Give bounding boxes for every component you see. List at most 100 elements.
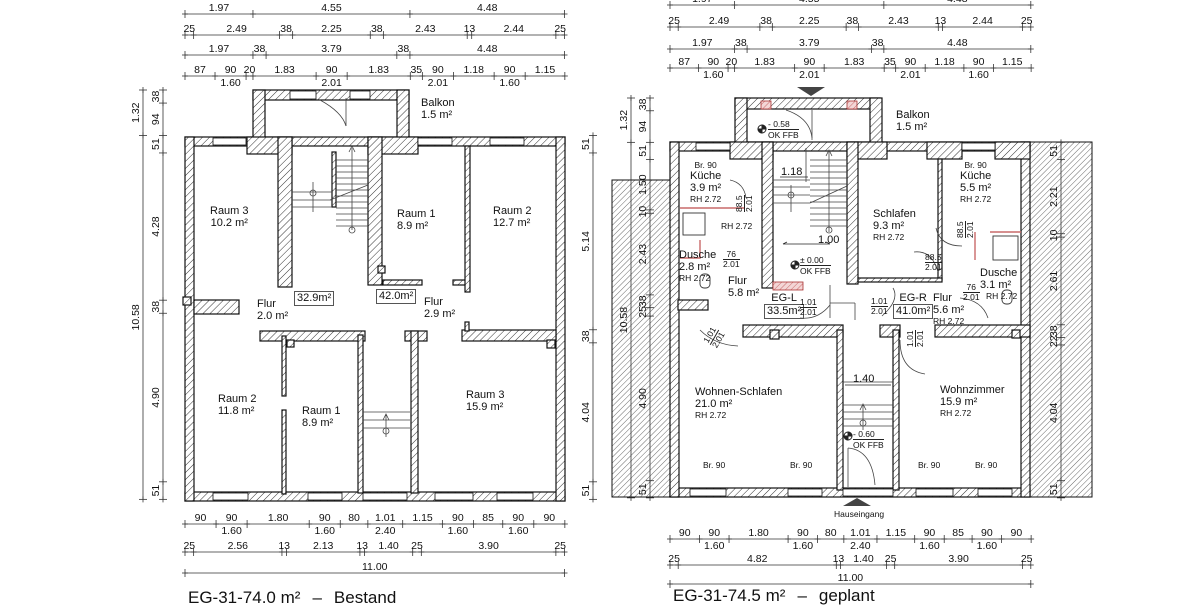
dimension-label: 1.83 bbox=[754, 56, 775, 68]
dimension-label: 4.04 bbox=[1048, 402, 1060, 423]
unit-name: EG-L bbox=[771, 292, 797, 304]
dimension-label: 51 bbox=[580, 138, 592, 150]
balcony-wall-top bbox=[252, 89, 410, 101]
renovation-walls bbox=[760, 100, 858, 291]
door-height: 2.01 bbox=[925, 262, 942, 272]
dimension-label: 1.97 bbox=[209, 2, 230, 14]
dimension-label: 3.79 bbox=[799, 37, 820, 49]
dimension-label: 1.80 bbox=[268, 512, 289, 524]
entrance-arrow bbox=[843, 498, 871, 506]
dimension-label: 90 bbox=[707, 56, 719, 68]
window-width-3: Br. 90 bbox=[918, 460, 941, 470]
dimension-label: 1.18 bbox=[464, 64, 485, 76]
dimension-label: 1.97 bbox=[692, 37, 713, 49]
unit-name: EG-R bbox=[899, 292, 927, 304]
dimension-label: 25 bbox=[1021, 15, 1033, 27]
dimension-label: 51 bbox=[637, 483, 649, 495]
dimension-label: 10 bbox=[637, 206, 649, 218]
dimension-label: 2.44 bbox=[504, 23, 525, 35]
dimension-label: 2.44 bbox=[972, 15, 993, 27]
room-area: 3.9 m² bbox=[690, 182, 722, 194]
dimension-label: 2.01 bbox=[900, 69, 921, 81]
dimension-label: 38 bbox=[760, 15, 772, 27]
dimension-label: 13 bbox=[833, 553, 845, 565]
unit-area-box: 32.9m² bbox=[294, 291, 335, 306]
dimension-label: 51 bbox=[580, 485, 592, 497]
entrance-label: Hauseingang bbox=[834, 509, 885, 519]
dimension-label: 38 bbox=[637, 98, 649, 110]
dimension-label: 38 bbox=[371, 23, 383, 35]
corridor-room-height: RH 2.72 bbox=[721, 221, 753, 231]
dimension-label: 25 bbox=[411, 540, 423, 552]
dimension-label: 1.83 bbox=[368, 64, 389, 76]
dimension-label: 90 bbox=[543, 512, 555, 524]
dimension-label: 4.90 bbox=[637, 388, 649, 409]
dimension-label: 2.61 bbox=[1048, 271, 1060, 292]
dimension-label: 4.48 bbox=[947, 0, 968, 5]
dimension-label: 90 bbox=[512, 512, 524, 524]
new-partitions bbox=[680, 207, 1021, 260]
room-name: Balkon bbox=[896, 109, 930, 121]
dimension-label: 90 bbox=[319, 512, 331, 524]
toilet-right bbox=[1001, 289, 1013, 305]
shower-tray-left bbox=[682, 212, 706, 236]
dimension-label: 85 bbox=[482, 512, 494, 524]
dimension-label: 38 bbox=[150, 301, 162, 313]
door-height: 2.01 bbox=[744, 195, 754, 212]
north-arrow-top bbox=[797, 87, 825, 96]
dimension-label: 4.48 bbox=[477, 43, 498, 55]
dimension-label: 1.97 bbox=[692, 0, 713, 5]
plan-title: EG-31-74.0 m² bbox=[188, 588, 301, 607]
dimension-label: 25 bbox=[885, 553, 897, 565]
dimension-label: 5.14 bbox=[580, 231, 592, 252]
dimension-label: 4.90 bbox=[150, 387, 162, 408]
dimension-label: 38 bbox=[847, 15, 859, 27]
dimension-label: 90 bbox=[432, 64, 444, 76]
shower-tray-right bbox=[992, 235, 1019, 261]
dimension-label: 38 bbox=[735, 37, 747, 49]
stair-width-upper: 1.18 bbox=[781, 166, 803, 178]
outer-wall-right bbox=[555, 136, 566, 502]
dimension-label: 2.40 bbox=[375, 525, 396, 537]
room-area: 3.1 m² bbox=[980, 279, 1012, 291]
unit-area-box: 42.0m² bbox=[376, 289, 417, 304]
dimension-label: 25 bbox=[668, 15, 680, 27]
dimension-label: 25 bbox=[668, 553, 680, 565]
plan-title-planned: EG-31-74.5 m²–geplant bbox=[673, 586, 887, 606]
level-marker-icons bbox=[757, 124, 853, 441]
level-value: - 0.58 bbox=[768, 119, 799, 130]
level-value: ± 0.00 bbox=[800, 255, 831, 266]
dimension-label: 13 bbox=[935, 15, 947, 27]
dimension-label: 4.48 bbox=[947, 37, 968, 49]
door-height: 2.01 bbox=[965, 221, 975, 238]
dimension-label: 4.04 bbox=[580, 402, 592, 423]
room-height: RH 2.72 bbox=[933, 316, 965, 326]
dimension-label: 1.60 bbox=[919, 540, 940, 552]
room-name: Flur bbox=[728, 275, 747, 287]
room-height: RH 2.72 bbox=[679, 273, 711, 283]
dimension-label: 2.43 bbox=[637, 244, 649, 265]
room-name: Flur bbox=[424, 296, 443, 308]
dimension-label: 1.15 bbox=[412, 512, 433, 524]
room-name: Dusche bbox=[980, 267, 1018, 279]
dimension-label: 1.60 bbox=[968, 69, 989, 81]
title-separator: – bbox=[797, 586, 807, 605]
door-height: 2.01 bbox=[800, 307, 817, 317]
